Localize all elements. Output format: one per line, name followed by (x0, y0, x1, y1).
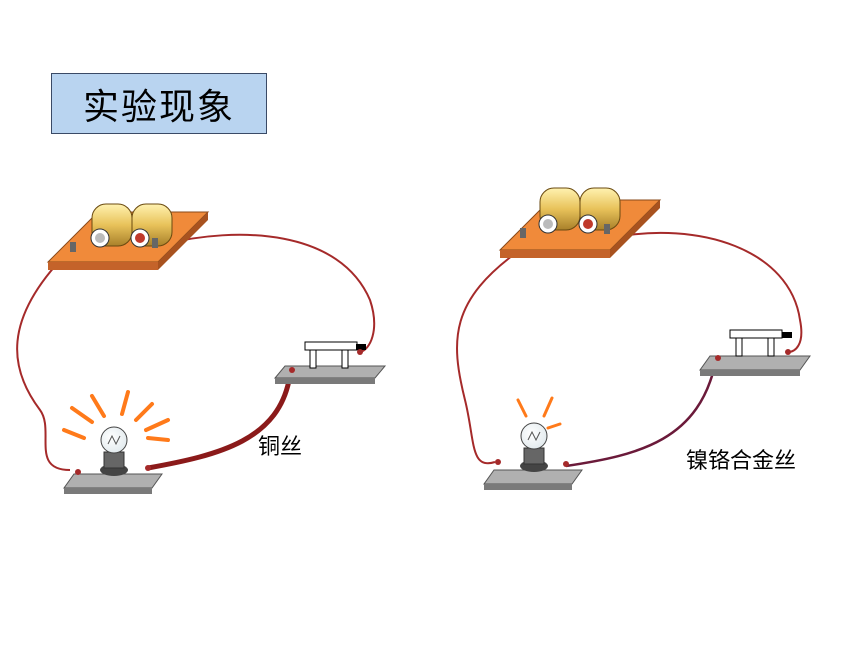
right-wire-clamp-icon (699, 329, 811, 376)
right-bulb-glow (516, 396, 562, 430)
left-bulb-icon (63, 426, 163, 494)
left-copper-wire (147, 374, 293, 471)
left-wire-label: 铜丝 (258, 435, 302, 460)
right-wire-label: 镍铬合金丝 (686, 449, 796, 474)
right-nichrome-wire (565, 359, 718, 468)
right-wire-battery-to-clamp (609, 231, 803, 353)
right-wire-battery-to-bulb (456, 249, 521, 465)
left-circuit: 铜丝 (16, 203, 387, 494)
left-wire-battery-to-clamp (159, 233, 376, 353)
left-battery-holder-icon (46, 203, 210, 270)
right-circuit: 镍铬合金丝 (456, 187, 811, 490)
left-wire-clamp-icon (273, 341, 387, 384)
page-title: 实验现象 (82, 86, 235, 128)
right-battery-holder-icon (498, 187, 662, 258)
left-bulb-glow (62, 390, 170, 442)
right-bulb-icon (483, 422, 583, 490)
left-wire-battery-to-bulb (16, 249, 71, 471)
title-box: 实验现象 (51, 73, 267, 134)
